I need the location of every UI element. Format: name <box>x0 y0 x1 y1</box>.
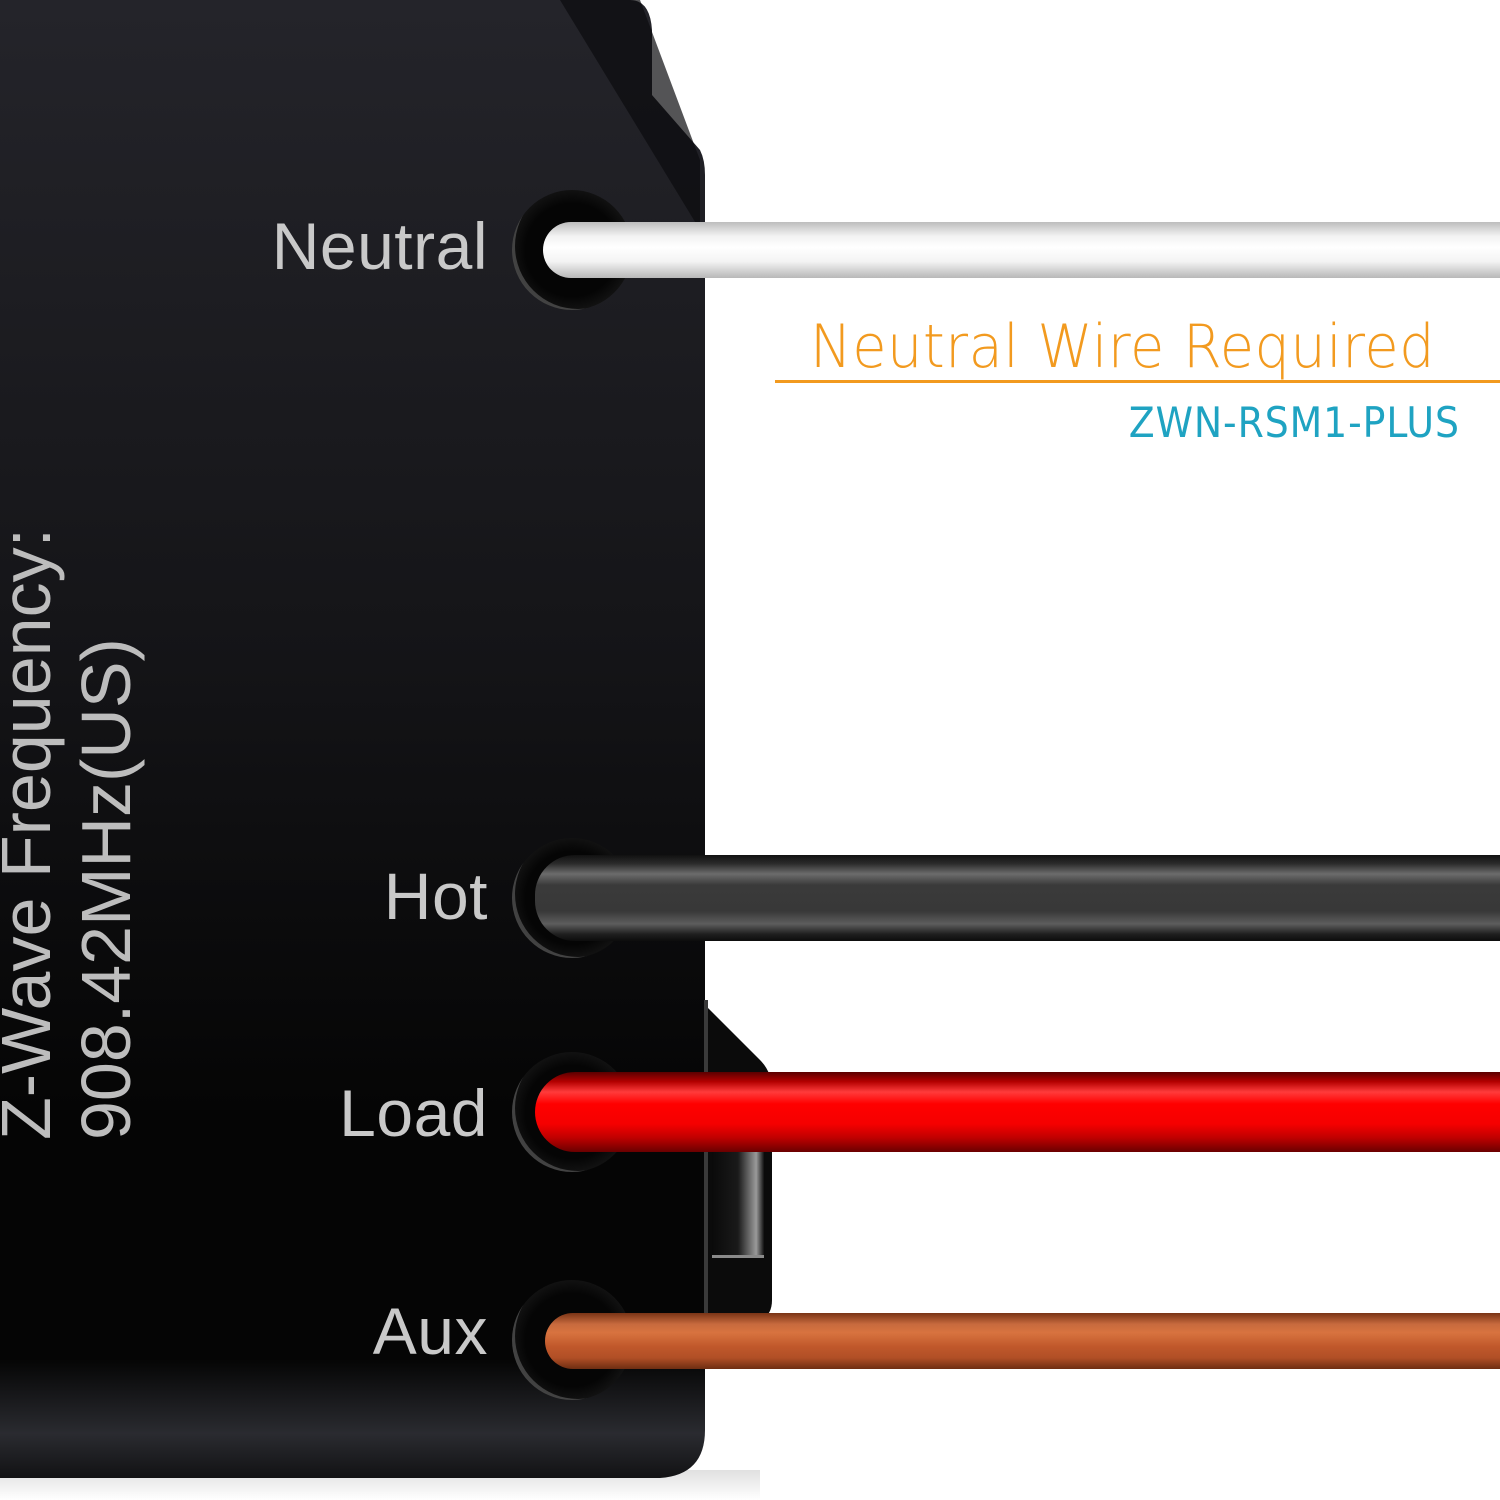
terminal-label-aux: Aux <box>372 1294 488 1368</box>
hot-wire <box>535 855 1500 941</box>
terminal-label-neutral: Neutral <box>271 209 488 283</box>
callout-underline <box>775 380 1500 383</box>
aux-wire <box>545 1313 1500 1369</box>
neutral-wire <box>543 222 1500 278</box>
frequency-label-line1: Z-Wave Frequency: <box>0 527 65 1140</box>
frequency-label-line2: 908.42MHz(US) <box>67 638 145 1140</box>
load-wire <box>535 1072 1500 1152</box>
terminal-label-load: Load <box>339 1076 488 1150</box>
neutral-wire-required-heading: Neutral Wire Required <box>810 312 1436 382</box>
model-number: ZWN-RSM1-PLUS <box>1128 398 1460 447</box>
terminal-label-hot: Hot <box>383 859 488 933</box>
